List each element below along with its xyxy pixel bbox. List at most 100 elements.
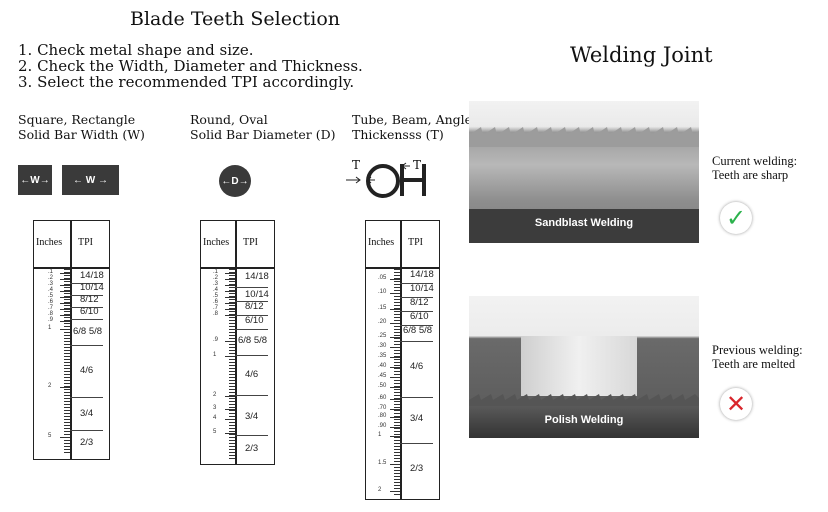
- ruler-tick: [394, 350, 400, 351]
- ruler-tick: [394, 470, 400, 471]
- ruler-tick: [64, 332, 70, 333]
- inches-header: Inches: [368, 237, 395, 248]
- tpi-value: 4/6: [410, 361, 424, 372]
- ruler-tick: [394, 437, 400, 438]
- ruler-tick: [64, 449, 70, 450]
- tpi-value: 3/4: [80, 408, 94, 419]
- ruler-tick: [394, 368, 400, 369]
- ruler-tick: [394, 284, 400, 285]
- tpi-value: 2/3: [245, 443, 259, 454]
- tpi-value: 10/14: [80, 282, 104, 293]
- tpi-row-separator: [400, 283, 433, 284]
- ruler-tick: [394, 332, 400, 333]
- ruler-tick: [64, 413, 70, 414]
- ruler-tick: [229, 374, 235, 375]
- inch-label: .20: [378, 319, 387, 325]
- ruler-tick: [64, 290, 70, 291]
- inch-label: .2: [48, 275, 54, 281]
- inch-label: .45: [378, 373, 387, 379]
- ruler-tick: [394, 341, 400, 342]
- inch-label: .7: [48, 305, 54, 311]
- ruler-major-tick: [225, 433, 235, 434]
- ruler-tick: [64, 293, 70, 294]
- tpi-value: 8/12: [245, 301, 264, 312]
- ruler-tick: [394, 482, 400, 483]
- ruler-major-tick: [390, 337, 400, 338]
- ruler-major-tick: [225, 273, 235, 274]
- cross-mark: ✕: [725, 390, 747, 418]
- table-header-line: [34, 267, 109, 269]
- ruler-tick: [394, 353, 400, 354]
- ruler-tick: [229, 428, 235, 429]
- ruler-tick: [64, 401, 70, 402]
- table-divider: [235, 221, 237, 464]
- ruler-tick: [229, 308, 235, 309]
- inch-label: .90: [378, 423, 387, 429]
- ruler-tick: [229, 440, 235, 441]
- ruler-tick: [64, 386, 70, 387]
- ruler-tick: [229, 335, 235, 336]
- ruler-tick: [394, 308, 400, 309]
- current-welding-line2: Teeth are sharp: [712, 168, 789, 182]
- ruler-tick: [394, 452, 400, 453]
- ruler-tick: [229, 380, 235, 381]
- tpi-row-separator: [400, 297, 433, 298]
- ruler-tick: [64, 377, 70, 378]
- ruler-tick: [229, 452, 235, 453]
- tpi-value: 8/12: [410, 297, 429, 308]
- ruler-tick: [229, 314, 235, 315]
- ruler-tick: [229, 383, 235, 384]
- ruler-tick: [229, 437, 235, 438]
- ruler-tick: [229, 350, 235, 351]
- tpi-value: 6/8 5/8: [73, 326, 103, 337]
- inches-header: Inches: [203, 237, 230, 248]
- tpi-value: 3/4: [410, 413, 424, 424]
- ruler-tick: [229, 317, 235, 318]
- inch-label: .4: [213, 287, 219, 293]
- inch-label: .25: [378, 333, 387, 339]
- ruler-tick: [64, 404, 70, 405]
- ruler-tick: [229, 299, 235, 300]
- ruler-tick: [64, 326, 70, 327]
- col-tube-heading: Tube, Beam, Angle Thickensss (T): [352, 112, 472, 142]
- tpi-row-separator: [400, 341, 433, 342]
- inch-label: 2: [213, 392, 217, 398]
- ruler-tick: [229, 413, 235, 414]
- ruler-tick: [64, 281, 70, 282]
- ruler-major-tick: [60, 279, 70, 280]
- polish-welding-photo: Polish Welding: [469, 296, 699, 438]
- step-3: 3. Select the recommended TPI accordingl…: [18, 73, 355, 91]
- inch-label: .15: [378, 305, 387, 311]
- inch-label: 1: [378, 432, 382, 438]
- ruler-tick: [229, 449, 235, 450]
- tpi-value: 8/12: [80, 294, 99, 305]
- inch-label: .5: [48, 293, 54, 299]
- ruler-tick: [394, 458, 400, 459]
- tpi-row-separator: [235, 395, 268, 396]
- check-icon: ✓: [720, 202, 752, 234]
- step-2: 2. Check the Width, Diameter and Thickne…: [18, 57, 363, 75]
- ruler-tick: [394, 302, 400, 303]
- ruler-major-tick: [225, 303, 235, 304]
- ruler-tick: [394, 314, 400, 315]
- instruction-steps: 1. Check metal shape and size. 2. Check …: [18, 42, 363, 90]
- ruler-tick: [64, 353, 70, 354]
- ruler-tick: [394, 287, 400, 288]
- table-header-line: [201, 267, 274, 269]
- tpi-row-separator: [400, 443, 433, 444]
- ruler-tick: [229, 389, 235, 390]
- welding-title: Welding Joint: [570, 43, 713, 67]
- col-round-heading: Round, Oval Solid Bar Diameter (D): [190, 112, 336, 142]
- tpi-value: 6/10: [80, 306, 99, 317]
- previous-welding-line1: Previous welding:: [712, 343, 803, 357]
- sandblast-welding-photo: Sandblast Welding: [469, 101, 699, 243]
- ruler-tick: [64, 305, 70, 306]
- ruler-tick: [229, 395, 235, 396]
- ruler-tick: [64, 446, 70, 447]
- ruler-major-tick: [390, 293, 400, 294]
- ruler-tick: [64, 311, 70, 312]
- ruler-tick: [229, 386, 235, 387]
- ruler-tick: [229, 281, 235, 282]
- ruler-tick: [394, 356, 400, 357]
- col-round-line1: Round, Oval: [190, 112, 268, 127]
